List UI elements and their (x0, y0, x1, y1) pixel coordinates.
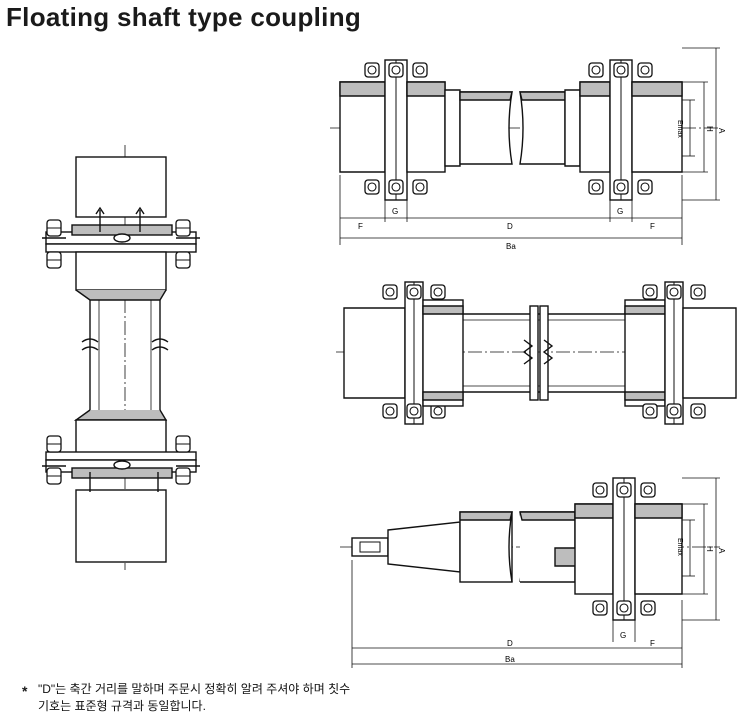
middle-coupling-view (336, 281, 737, 425)
note-asterisk: * (22, 683, 28, 699)
dim-D-bottom: D (507, 639, 513, 648)
dim-F-left: F (358, 222, 363, 231)
dim-A-bottom: A (717, 548, 726, 554)
dim-Ba-bottom: Ba (505, 655, 515, 664)
dim-Emax-bottom: Emax (676, 538, 683, 556)
dim-H-top: H (705, 126, 714, 132)
dim-H-bottom: H (705, 546, 714, 552)
footnote-line-2: 기호는 표준형 규격과 동일합니다. (38, 699, 206, 713)
bottom-coupling-view (340, 477, 720, 668)
dim-F-bottom: F (650, 639, 655, 648)
dim-A-top: A (717, 128, 726, 134)
dim-G-left: G (392, 207, 398, 216)
dim-Emax-top: Emax (676, 120, 683, 138)
dim-G-right: G (617, 207, 623, 216)
footnote-line-1: "D"는 축간 거리를 말하며 주문시 정확히 알려 주셔야 하며 칫수 (38, 682, 351, 696)
vertical-coupling-view (42, 145, 200, 570)
dim-G-bottom: G (620, 631, 626, 640)
page-title: Floating shaft type coupling (6, 2, 362, 32)
dim-F-right: F (650, 222, 655, 231)
dim-D-top: D (507, 222, 513, 231)
footnote: "D"는 축간 거리를 말하며 주문시 정확히 알려 주셔야 하며 칫수 기호는… (38, 681, 350, 715)
top-coupling-view (330, 47, 720, 245)
dim-Ba-top: Ba (506, 242, 516, 251)
